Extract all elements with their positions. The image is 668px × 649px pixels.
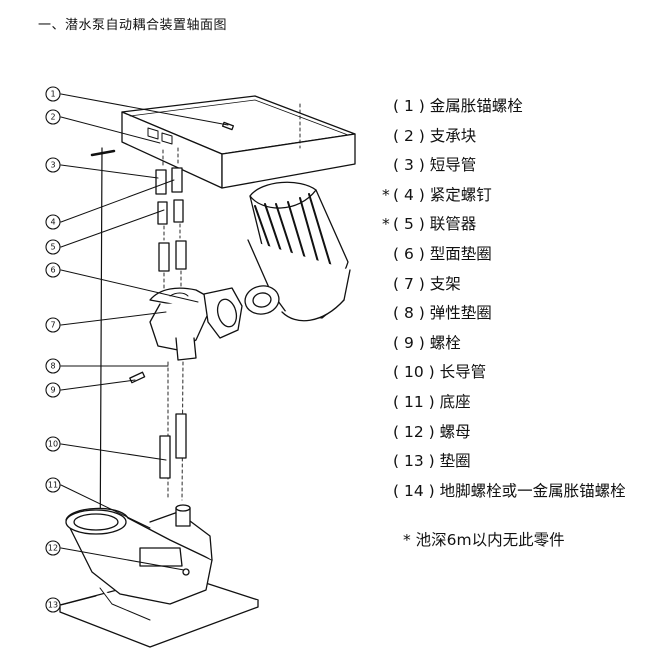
callout-9 (45, 382, 61, 398)
callout-7 (45, 317, 61, 333)
legend-item-7: ( 7 ) 支架 (393, 274, 461, 293)
callout-5 (45, 239, 61, 255)
svg-text:9: 9 (50, 386, 55, 395)
legend-item-4: *( 4 ) 紧定螺钉 (382, 185, 492, 204)
base (59, 504, 259, 648)
legend-item-10: ( 10 ) 长导管 (393, 363, 487, 382)
top-support-plate (121, 95, 356, 189)
callout-8 (45, 358, 61, 374)
legend-item-8: ( 8 ) 弹性垫圈 (393, 304, 492, 323)
svg-text:5: 5 (50, 243, 55, 252)
callout-1 (45, 86, 61, 102)
legend-item-1: ( 1 ) 金属胀锚螺栓 (393, 97, 523, 115)
svg-text:7: 7 (50, 321, 55, 330)
svg-text:3: 3 (50, 161, 55, 170)
bracket (149, 287, 243, 361)
svg-text:11: 11 (48, 481, 58, 490)
callout-4 (45, 214, 61, 230)
callout-11 (45, 477, 61, 493)
legend-item-13: ( 13 ) 垫圈 (393, 452, 471, 471)
legend-item-9: ( 9 ) 螺栓 (393, 333, 461, 352)
svg-text:6: 6 (50, 266, 55, 275)
svg-text:13: 13 (48, 601, 58, 610)
legend-item-6: ( 6 ) 型面垫圈 (393, 244, 492, 263)
svg-text:1: 1 (50, 90, 55, 99)
parts-legend: ( 1 ) 金属胀锚螺栓 ( 2 ) 支承块 ( 3 ) 短导管 *( 4 ) … (382, 92, 626, 506)
page-title: 一、潜水泵自动耦合装置轴面图 (38, 18, 228, 33)
legend-item-2: ( 2 ) 支承块 (393, 126, 477, 145)
guide-rod (90, 147, 116, 573)
footnote: * 池深6m以内无此零件 (403, 531, 565, 549)
callout-3 (45, 157, 61, 173)
callout-12 (45, 540, 61, 556)
callout-2 (45, 109, 61, 125)
svg-text:4: 4 (50, 218, 55, 227)
guide-pipes (155, 147, 187, 291)
callout-6 (45, 262, 61, 278)
legend-item-5: *( 5 ) 联管器 (382, 215, 477, 234)
submersible-pump (244, 181, 351, 322)
legend-item-14: ( 14 ) 地脚螺栓或一金属胀锚螺栓 (393, 481, 626, 500)
legend-item-12: ( 12 ) 螺母 (393, 422, 471, 441)
svg-text:10: 10 (48, 440, 58, 449)
svg-text:8: 8 (50, 362, 55, 371)
svg-text:12: 12 (48, 544, 58, 553)
leader-lines (60, 93, 229, 606)
callout-13 (45, 597, 61, 613)
callouts (45, 86, 61, 613)
legend-item-3: ( 3 ) 短导管 (393, 156, 477, 175)
svg-text:2: 2 (50, 113, 55, 122)
callout-10 (45, 436, 61, 452)
legend-item-11: ( 11 ) 底座 (393, 392, 471, 411)
callout-numbers: 1 2 3 4 5 6 7 8 9 10 11 12 13 (48, 90, 58, 610)
long-guide-pipe (129, 361, 187, 501)
